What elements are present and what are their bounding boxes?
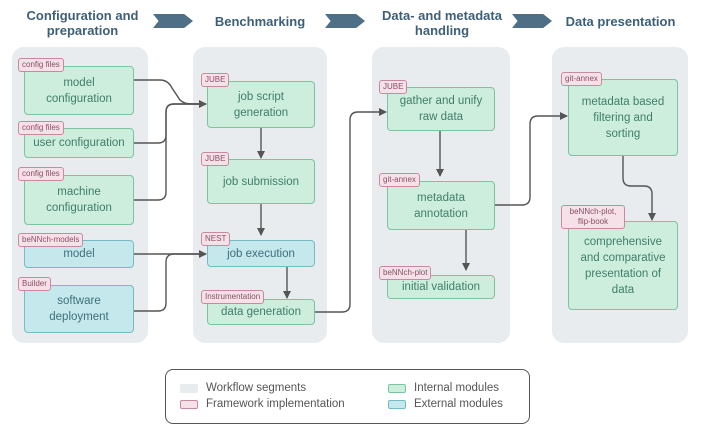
framework-tag-config-files: config files (18, 58, 64, 72)
module-model-configuration[interactable]: model configuration (24, 66, 134, 115)
module-initial-validation[interactable]: initial validation (387, 275, 495, 299)
chevron-arrow-icon (153, 14, 193, 28)
header-data-metadata-handling: Data- and metadata handling (382, 8, 502, 38)
chevron-arrow-icon (512, 14, 552, 28)
legend-label-framework-implementation: Framework implementation (206, 398, 345, 410)
module-label: machine configuration (46, 186, 112, 214)
module-software-deployment[interactable]: software deployment (24, 285, 134, 333)
framework-tag-benNch-models: beNNch-models (18, 233, 84, 247)
module-label: model (63, 248, 95, 260)
legend: Workflow segments Framework implementati… (165, 369, 530, 424)
legend-label-internal-modules: Internal modules (414, 382, 500, 394)
header-benchmarking: Benchmarking (214, 14, 306, 29)
legend-swatch-segment (180, 384, 198, 393)
module-label: data generation (221, 306, 301, 318)
module-job-submission[interactable]: job submission (207, 159, 315, 204)
legend-label-external-modules: External modules (414, 398, 503, 410)
legend-swatch-internal (388, 384, 406, 393)
framework-tag-config-files: config files (18, 167, 64, 181)
framework-tag-nest: NEST (201, 232, 231, 246)
framework-tag-instrumentation: Instrumentation (201, 290, 265, 304)
module-label: metadata based filtering and sorting (581, 95, 665, 140)
module-label: job submission (222, 175, 300, 188)
module-label: metadata annotation (414, 191, 468, 220)
framework-tag-jube: JUBE (201, 152, 230, 166)
module-gather-unify-raw-data[interactable]: gather and unify raw data (387, 87, 495, 131)
module-label: job script generation (233, 90, 289, 119)
module-label: software deployment (49, 295, 109, 323)
module-label: initial validation (402, 281, 480, 293)
header-data-presentation: Data presentation (565, 14, 676, 29)
module-metadata-filtering-sorting[interactable]: metadata based filtering and sorting (568, 79, 678, 156)
module-comprehensive-presentation[interactable]: comprehensive and comparative presentati… (568, 221, 678, 310)
framework-tag-jube: JUBE (379, 80, 408, 94)
legend-label-workflow-segments: Workflow segments (206, 382, 307, 394)
framework-tag-git-annex: git-annex (379, 173, 420, 187)
module-label: user configuration (33, 137, 125, 149)
module-job-script-generation[interactable]: job script generation (207, 81, 315, 128)
module-label: comprehensive and comparative presentati… (580, 235, 666, 296)
chevron-arrow-icon (325, 14, 365, 28)
framework-tag-jube: JUBE (201, 73, 230, 87)
module-label: gather and unify raw data (399, 95, 483, 123)
framework-tag-bennch-plot-flip-book: beNNch-plot, flip-book (561, 205, 625, 229)
framework-tag-config-files: config files (18, 121, 64, 135)
framework-tag-bennch-plot: beNNch-plot (379, 266, 432, 280)
module-label: job execution (227, 247, 295, 260)
module-machine-configuration[interactable]: machine configuration (24, 175, 134, 225)
header-configuration-preparation: Configuration and preparation (26, 8, 139, 38)
framework-tag-builder: Builder (18, 277, 51, 291)
module-user-configuration[interactable]: user configuration (24, 128, 134, 158)
legend-swatch-external (388, 400, 406, 409)
legend-swatch-framework (180, 400, 198, 409)
module-label: model configuration (46, 76, 112, 105)
framework-tag-git-annex: git-annex (561, 72, 602, 86)
module-metadata-annotation[interactable]: metadata annotation (387, 181, 495, 230)
